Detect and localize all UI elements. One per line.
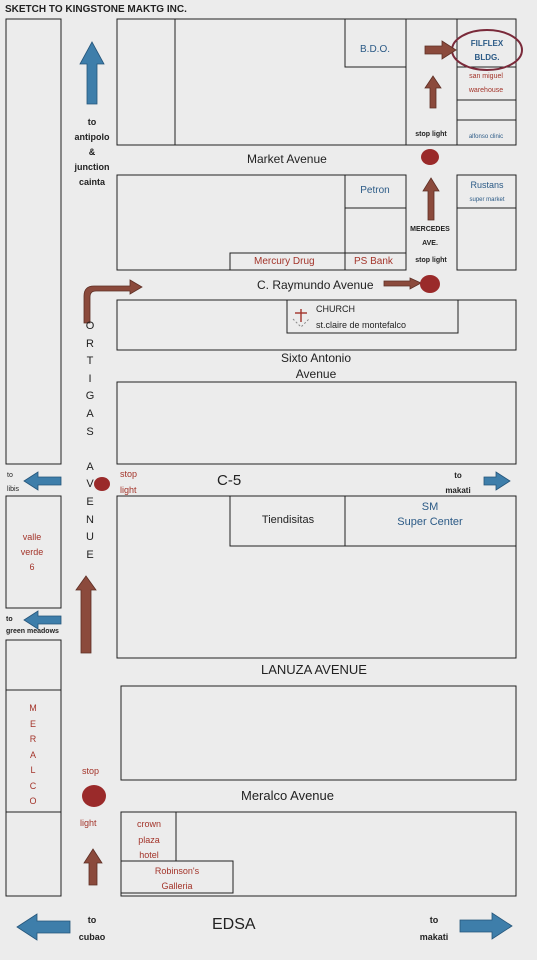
road-mercedes-1: MERCEDES (410, 226, 450, 233)
road-lanuza: LANUZA AVENUE (261, 662, 367, 677)
arrow-left-green-meadows (23, 610, 62, 630)
arrow-left-libis (23, 471, 62, 491)
stoplight-top (421, 149, 439, 165)
block-rustans (456, 174, 517, 271)
landmark-petron: Petron (360, 185, 390, 196)
arrow-left-cubao (16, 913, 71, 941)
landmark-church-name: st.claire de montefalco (316, 320, 407, 330)
road-meralco-avenue: Meralco Avenue (241, 788, 334, 803)
landmark-tiendesitas: Tiendisitas (261, 514, 315, 526)
stoplight-meralco (82, 785, 106, 807)
landmark-ps-bank: PS Bank (354, 256, 393, 267)
block-valle-verde (5, 495, 62, 609)
label-stoplight-meralco-stop: stop (82, 766, 100, 776)
landmark-church: CHURCH (316, 304, 355, 314)
road-edsa: EDSA (212, 916, 256, 933)
label-stoplight-mercedes: stop light (415, 257, 447, 264)
road-sixto-antonio-1: Sixto Antonio (280, 351, 352, 365)
label-stoplight-top: stop light (415, 131, 447, 138)
arrow-up-edsa (83, 848, 103, 886)
arrow-right-makati-c5 (483, 471, 511, 491)
block-top-right (116, 18, 517, 146)
block-lanuza (120, 685, 517, 781)
road-sixto-antonio-2: Avenue (295, 367, 337, 381)
landmark-mercury-drug: Mercury Drug (254, 256, 315, 267)
block-robinsons (120, 860, 234, 894)
label-stoplight-meralco-light: light (80, 818, 97, 828)
arrow-up-ortigas (75, 575, 97, 654)
block-bdo (344, 18, 407, 68)
road-market-avenue: Market Avenue (247, 152, 327, 166)
arrow-right-makati-edsa (459, 912, 513, 940)
block-sanmiguel (456, 18, 517, 146)
arrow-right-filflex (424, 40, 457, 60)
block-psbank (344, 252, 407, 271)
road-mercedes-2: AVE. (422, 240, 438, 247)
block-top-inner (174, 18, 407, 146)
arrow-up-antipolo (79, 41, 105, 105)
arrow-right-craymundo (383, 277, 422, 290)
block-left-top (5, 18, 62, 465)
arrow-turn-craymundo (83, 279, 143, 324)
block-left-mid (5, 639, 62, 691)
map-title: SKETCH TO KINGSTONE MAKTG INC. (5, 4, 187, 15)
road-c-raymundo: C. Raymundo Avenue (257, 278, 374, 292)
block-left-bottom (5, 811, 62, 897)
stoplight-mercedes (420, 275, 440, 293)
church-cross-icon (295, 309, 307, 322)
stoplight-c5 (94, 477, 110, 491)
road-c5: C-5 (217, 472, 242, 489)
arrow-up-top-stoplight (424, 75, 442, 109)
block-church (286, 299, 459, 334)
arrow-up-mercedes (422, 177, 440, 221)
landmark-bdo: B.D.O. (359, 44, 391, 55)
block-sm (344, 495, 517, 547)
landmark-alfonso-clinic: alfonso clinic (468, 134, 504, 140)
block-sixto (116, 381, 517, 465)
